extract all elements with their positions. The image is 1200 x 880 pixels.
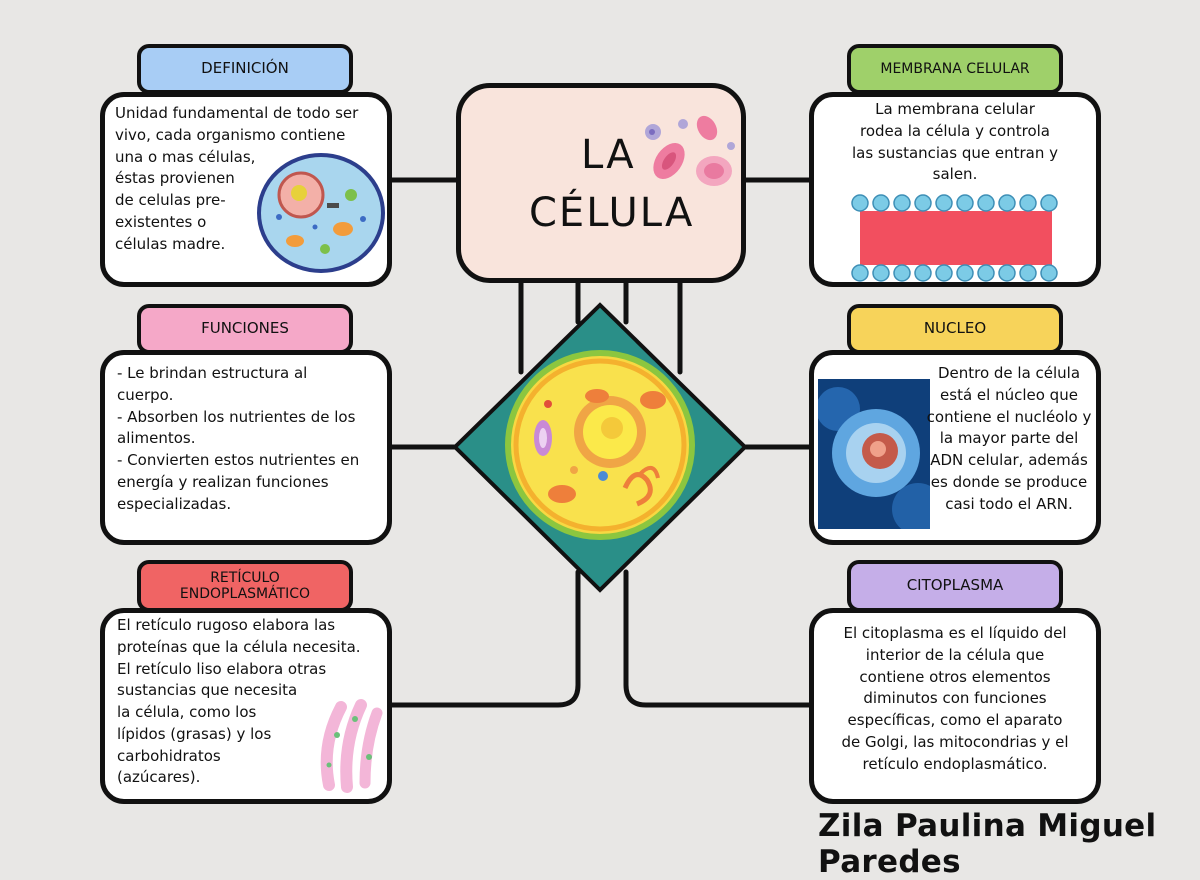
title-line-1: LA	[581, 132, 636, 178]
citoplasma-label: CITOPLASMA	[847, 560, 1063, 612]
definicion-card: Unidad fundamental de todo ser vivo, cad…	[100, 92, 392, 287]
membrane-bilayer-illustration	[846, 193, 1066, 283]
membrana-card: La membrana celular rodea la célula y co…	[809, 92, 1101, 287]
membrana-label-text: MEMBRANA CELULAR	[880, 61, 1029, 77]
funciones-label-text: FUNCIONES	[201, 320, 289, 337]
nucleus-photo-illustration	[818, 379, 930, 529]
blood-cells-illustration	[639, 106, 739, 206]
reticulo-card: El retículo rugoso elabora las proteínas…	[100, 608, 392, 804]
funciones-text: - Le brindan estructura al cuerpo. - Abs…	[117, 363, 392, 515]
reticulo-label: RETÍCULO ENDOPLASMÁTICO	[137, 560, 353, 612]
title-box: LA CÉLULA	[456, 83, 746, 283]
citoplasma-text: El citoplasma es el líquido del interior…	[814, 623, 1096, 775]
funciones-card: - Le brindan estructura al cuerpo. - Abs…	[100, 350, 392, 545]
citoplasma-label-text: CITOPLASMA	[907, 577, 1004, 594]
author-name: Zila Paulina Miguel Paredes	[818, 808, 1200, 880]
reticulo-label-text: RETÍCULO ENDOPLASMÁTICO	[151, 570, 339, 602]
nucleo-text: Dentro de la célula está el núcleo que c…	[924, 363, 1094, 515]
definicion-label: DEFINICIÓN	[137, 44, 353, 94]
funciones-label: FUNCIONES	[137, 304, 353, 354]
animal-cell-illustration	[255, 149, 387, 277]
citoplasma-card: El citoplasma es el líquido del interior…	[809, 608, 1101, 804]
nucleo-label-text: NUCLEO	[924, 320, 986, 337]
nucleo-card: Dentro de la célula está el núcleo que c…	[809, 350, 1101, 545]
definicion-label-text: DEFINICIÓN	[201, 60, 289, 77]
reticulum-illustration	[317, 695, 387, 795]
center-cell-illustration	[508, 353, 692, 537]
membrana-label: MEMBRANA CELULAR	[847, 44, 1063, 94]
nucleo-label: NUCLEO	[847, 304, 1063, 354]
membrana-text: La membrana celular rodea la célula y co…	[814, 99, 1096, 186]
